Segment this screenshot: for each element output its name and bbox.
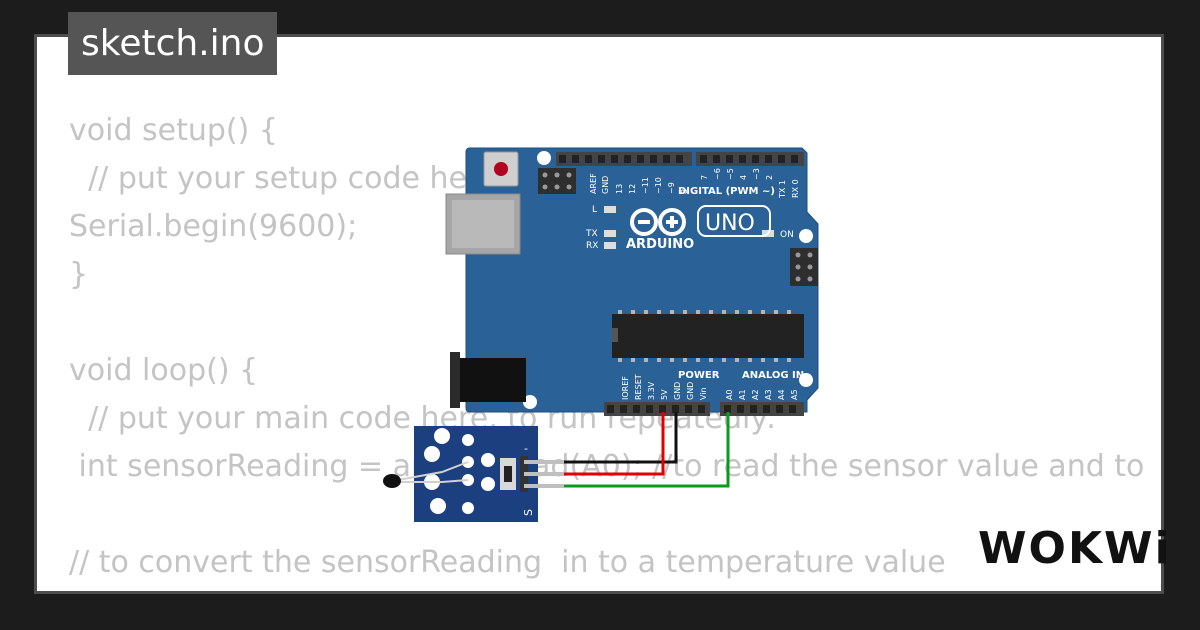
pin-label-gnd: GND: [601, 176, 610, 194]
pin-label-rx: RX 0: [791, 179, 800, 198]
digital-section-label: DIGITAL (PWM ~): [678, 186, 775, 197]
pin-label-2: 2: [765, 175, 774, 180]
resistor-body: [504, 466, 512, 482]
sensor-pin-minus-label: -: [524, 442, 528, 455]
usb-connector-inner: [452, 200, 514, 248]
pin-label-3: ~3: [752, 168, 761, 180]
mounting-hole: [799, 373, 813, 387]
file-tab[interactable]: sketch.ino: [68, 12, 278, 75]
icsp-header-right: [790, 248, 818, 286]
minus-glyph: [638, 220, 650, 224]
mounting-hole: [799, 229, 813, 243]
mounting-hole: [537, 151, 551, 165]
header-pin: [524, 472, 564, 476]
pin-label-reset: RESET: [634, 374, 643, 400]
arduino-infinity-icon: [630, 208, 686, 236]
pin-label-a3: A3: [764, 389, 773, 400]
wokwi-logo: WOKWi: [978, 523, 1172, 574]
pin-label-a5: A5: [790, 389, 799, 400]
pin-label-a0: A0: [725, 389, 734, 400]
wire-signal[interactable]: [524, 412, 730, 488]
icsp-header: [538, 168, 576, 194]
header-pin: [524, 484, 564, 488]
pin-label-7: 7: [700, 175, 709, 180]
analog-header[interactable]: [720, 402, 804, 416]
analog-section-label: ANALOG IN: [742, 370, 804, 381]
pin-label-aref: AREF: [589, 173, 598, 194]
pin-label-vin: Vin: [699, 387, 708, 400]
code-editor[interactable]: void setup() { // put your setup code he…: [69, 107, 1144, 587]
code-line: // to convert the sensorReading in to a …: [69, 545, 946, 580]
ntc-sensor-module[interactable]: - S: [414, 426, 564, 522]
digital-header[interactable]: [556, 152, 804, 166]
pin-label-gnd1: GND: [673, 382, 682, 400]
power-section-label: POWER: [678, 370, 720, 381]
led-rx-label: RX: [586, 241, 598, 251]
preview-panel: void setup() { // put your setup code he…: [34, 34, 1164, 594]
code-line: void loop() {: [69, 353, 259, 388]
led-tx-label: TX: [585, 229, 598, 239]
code-line: Serial.begin(9600);: [69, 209, 358, 244]
pin-label-a4: A4: [777, 389, 786, 400]
sensor-pin-signal-label: S: [522, 509, 535, 516]
power-jack-edge: [450, 352, 460, 408]
uno-badge: [697, 205, 771, 237]
code-line: }: [69, 257, 89, 292]
file-tab-label: sketch.ino: [81, 23, 265, 64]
led-rx: [604, 242, 616, 249]
led-l: [604, 206, 616, 213]
led-tx: [604, 230, 616, 237]
led-l-label: L: [592, 205, 597, 215]
pin-label-8: 8: [680, 189, 689, 194]
thermistor-bulb: [383, 474, 401, 488]
plus-glyph-v: [670, 216, 674, 228]
pin-label-9: ~9: [667, 182, 676, 194]
reset-button-cap[interactable]: [494, 162, 508, 176]
pin-label-gnd2: GND: [686, 382, 695, 400]
pin-label-12: 12: [628, 184, 637, 194]
wire-vcc[interactable]: [524, 412, 665, 476]
circuit-diagram: AREF GND 13 12 ~11 ~10 ~9 8 7 ~6 ~5 4 ~3…: [383, 147, 819, 522]
pin-label-tx: TX 1: [778, 180, 787, 199]
thermistor-lead: [397, 461, 469, 481]
header-pin: [524, 460, 564, 464]
pin-label-5: ~5: [726, 168, 735, 180]
mounting-hole: [523, 395, 537, 409]
pin-label-11: ~11: [641, 177, 650, 194]
led-on-label: ON: [780, 230, 794, 240]
wire-gnd[interactable]: [524, 412, 678, 464]
pin-label-4: 4: [739, 175, 748, 180]
code-line: void setup() {: [69, 113, 278, 148]
power-header[interactable]: [604, 402, 710, 416]
pin-label-a2: A2: [751, 389, 760, 400]
arduino-brand-label: ARDUINO: [626, 237, 694, 252]
pin-label-3v3: 3.3V: [647, 381, 656, 400]
microcontroller-chip: [612, 310, 804, 362]
pin-label-a1: A1: [738, 389, 747, 400]
pin-label-ioref: IOREF: [621, 376, 630, 400]
uno-label: UNO: [705, 211, 755, 236]
pin-label-6: ~6: [713, 168, 722, 180]
pin-label-13: 13: [615, 184, 624, 194]
power-jack: [454, 358, 526, 402]
pin-label-5v: 5V: [660, 389, 669, 400]
pin-label-10: ~10: [654, 177, 663, 194]
thermistor-lead: [398, 479, 469, 483]
code-line: int sensorReading = analogRead(A0); //to…: [69, 449, 1145, 484]
